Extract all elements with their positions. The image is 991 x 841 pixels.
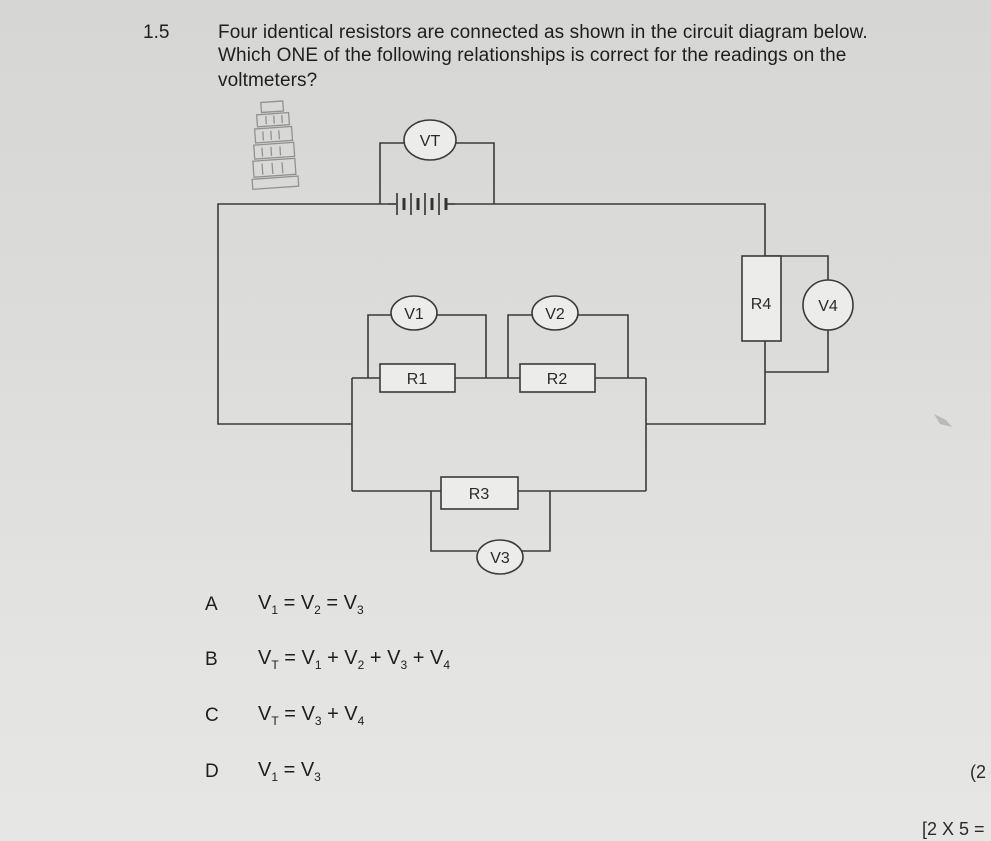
wire-right <box>646 341 766 425</box>
v3-wire-right <box>522 491 551 552</box>
v4-label: V4 <box>818 298 838 315</box>
r3-label: R3 <box>469 486 490 503</box>
option-letter: C <box>205 705 219 726</box>
marks-total: [2 X 5 = <box>922 819 985 839</box>
resistor-r4: R4 <box>741 255 782 342</box>
option-c[interactable]: C VT = V3 + V4 <box>0 703 700 733</box>
v2-wire-left <box>507 314 532 378</box>
voltmeter-icon <box>476 539 524 575</box>
resistor-r2: R2 <box>519 363 596 393</box>
option-b[interactable]: B VT = V1 + V2 + V3 + V4 <box>0 647 700 677</box>
watermark-tower-icon <box>251 100 300 190</box>
voltmeter-v1: V1 <box>390 295 438 331</box>
vt-wire-right <box>456 142 495 204</box>
voltmeter-v2: V2 <box>531 295 579 331</box>
v2-label: V2 <box>545 306 565 323</box>
smudge-mark <box>934 414 952 427</box>
v4-wire-bottom <box>765 330 829 373</box>
question-line-2: Which ONE of the following relationships… <box>218 45 847 66</box>
r2-label: R2 <box>547 371 568 388</box>
resistor-icon <box>519 363 596 393</box>
question-line-3: voltmeters? <box>218 70 318 91</box>
wire-left <box>217 203 388 425</box>
resistor-r1: R1 <box>379 363 456 393</box>
marks-allocation: (2 <box>970 762 987 782</box>
voltmeter-icon <box>403 119 457 161</box>
option-relationship: VT = V1 + V2 + V3 + V4 <box>258 647 450 672</box>
question-line-1: Four identical resistors are connected a… <box>218 22 868 43</box>
v3-wire-left <box>430 491 477 552</box>
voltmeter-icon <box>531 295 579 331</box>
v3-label: V3 <box>490 550 510 567</box>
option-relationship: V1 = V2 = V3 <box>258 592 364 617</box>
v1-wire-right <box>437 314 487 378</box>
v2-wire-right <box>578 314 629 378</box>
resistor-icon <box>741 255 782 342</box>
r1-label: R1 <box>407 371 428 388</box>
resistor-icon <box>440 476 519 510</box>
r4-label: R4 <box>751 296 772 313</box>
v1-label: V1 <box>404 306 424 323</box>
option-d[interactable]: D V1 = V3 <box>0 759 700 789</box>
option-letter: A <box>205 594 218 615</box>
voltmeter-v4: V4 <box>802 279 854 331</box>
vt-wire-left <box>379 142 404 204</box>
option-relationship: VT = V3 + V4 <box>258 703 365 728</box>
voltmeter-v3: V3 <box>476 539 524 575</box>
v4-wire-top <box>765 255 829 280</box>
voltmeter-icon <box>390 295 438 331</box>
resistor-r3: R3 <box>440 476 519 510</box>
option-relationship: V1 = V3 <box>258 759 321 784</box>
resistor-icon <box>379 363 456 393</box>
circuit-diagram: R1 R2 R3 R4 VT V1 V2 V3 V4 <box>217 100 952 575</box>
battery-icon <box>388 193 455 215</box>
voltmeter-vt: VT <box>403 119 457 161</box>
v1-wire-left <box>367 314 391 378</box>
option-letter: D <box>205 761 219 782</box>
option-letter: B <box>205 649 218 670</box>
wire-top-right <box>455 203 766 256</box>
question-number: 1.5 <box>143 22 170 43</box>
option-a[interactable]: A V1 = V2 = V3 <box>0 592 700 622</box>
voltmeter-icon <box>802 279 854 331</box>
vt-label: VT <box>420 133 441 150</box>
